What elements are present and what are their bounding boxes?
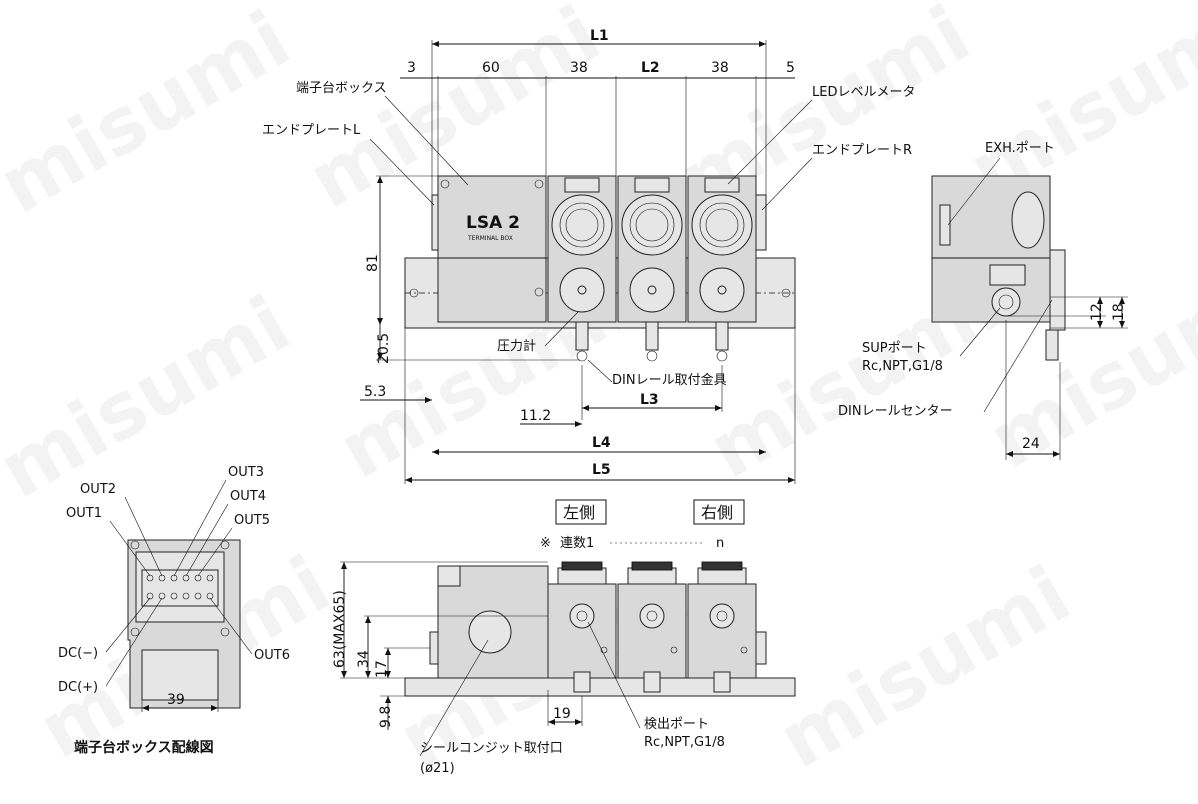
label-out5: OUT5 bbox=[234, 513, 270, 528]
knob-icon bbox=[940, 205, 950, 245]
label-seal-dia: (ø21) bbox=[420, 761, 455, 776]
exh-port-icon bbox=[1012, 192, 1044, 248]
box-brand-text: LSA 2 bbox=[466, 213, 520, 233]
label-exh-port: EXH.ポート bbox=[985, 141, 1055, 156]
detect-port-icon bbox=[710, 604, 734, 628]
label-pressure-gauge: 圧力計 bbox=[497, 338, 536, 354]
label-seal-conduit: シールコンジット取付口 bbox=[420, 741, 563, 756]
dim-5-3: 5.3 bbox=[364, 384, 386, 400]
watermark-text: misumi bbox=[765, 550, 1085, 787]
front-module-3 bbox=[688, 562, 756, 692]
dim-5: 5 bbox=[786, 60, 795, 76]
dim-L3: L3 bbox=[640, 392, 659, 408]
label-terminal-box: 端子台ボックス bbox=[296, 81, 387, 96]
dim-20-5: 20.5 bbox=[376, 333, 392, 364]
dim-17: 17 bbox=[374, 660, 390, 678]
label-sup-port: SUPポート bbox=[862, 341, 927, 356]
label-detect-thread: Rc,NPT,G1/8 bbox=[644, 735, 725, 750]
dim-12: 12 bbox=[1089, 303, 1105, 321]
dim-3: 3 bbox=[407, 60, 416, 76]
end-plate-left-front bbox=[430, 632, 438, 664]
end-plate-right-front bbox=[756, 632, 766, 664]
detect-port-icon bbox=[640, 604, 664, 628]
end-plate-right bbox=[756, 195, 766, 250]
caption-terminal-wiring: 端子台ボックス配線図 bbox=[74, 739, 214, 756]
dim-38a: 38 bbox=[570, 60, 588, 76]
dim-11-2: 11.2 bbox=[520, 408, 551, 424]
label-detect-port: 検出ポート bbox=[644, 717, 709, 732]
label-end-plate-l: エンドプレートL bbox=[262, 123, 361, 138]
dim-38b: 38 bbox=[711, 60, 729, 76]
dim-24: 24 bbox=[1022, 436, 1040, 452]
tag-left: 左側 bbox=[563, 503, 595, 522]
detect-port-icon bbox=[570, 604, 594, 628]
seal-conduit-icon bbox=[469, 611, 511, 653]
label-sup-thread: Rc,NPT,G1/8 bbox=[862, 359, 943, 374]
pressure-gauge-icon bbox=[630, 268, 674, 312]
note-text: 連数1 bbox=[560, 536, 594, 551]
tag-right: 右側 bbox=[701, 503, 733, 522]
label-din-bracket: DINレール取付金具 bbox=[612, 372, 727, 388]
note-end: n bbox=[716, 536, 724, 551]
front-module-2 bbox=[618, 562, 686, 692]
label-out2: OUT2 bbox=[80, 482, 116, 497]
label-out3: OUT3 bbox=[228, 465, 264, 480]
dim-L2: L2 bbox=[641, 60, 660, 76]
dim-63-max65: 63(MAX65) bbox=[332, 590, 348, 668]
dim-81: 81 bbox=[365, 254, 381, 272]
dim-L5: L5 bbox=[592, 462, 611, 478]
label-out4: OUT4 bbox=[230, 489, 266, 504]
din-rail-front bbox=[405, 678, 795, 696]
din-rail-side bbox=[1050, 250, 1065, 330]
dim-19: 19 bbox=[553, 706, 571, 722]
dim-L4: L4 bbox=[592, 435, 611, 451]
pressure-gauge-icon bbox=[560, 268, 604, 312]
dim-39: 39 bbox=[167, 692, 185, 708]
watermark-text: misumi bbox=[0, 280, 305, 517]
sensor-module-3 bbox=[688, 176, 756, 361]
dim-18: 18 bbox=[1111, 303, 1127, 321]
dim-60: 60 bbox=[482, 60, 500, 76]
terminal-box bbox=[438, 176, 546, 322]
sup-port-icon bbox=[992, 288, 1020, 316]
front-module-1 bbox=[548, 562, 616, 692]
label-dc-minus: DC(−) bbox=[58, 646, 98, 661]
pressure-gauge-icon bbox=[700, 268, 744, 312]
dim-L1: L1 bbox=[590, 28, 609, 44]
label-out6: OUT6 bbox=[254, 648, 290, 663]
label-led-meter: LEDレベルメータ bbox=[812, 85, 915, 100]
dim-34: 34 bbox=[356, 650, 372, 668]
terminal-block bbox=[142, 570, 218, 606]
label-dc-plus: DC(+) bbox=[58, 680, 98, 695]
note-mark: ※ bbox=[540, 536, 551, 551]
watermark-text: misumi bbox=[0, 0, 305, 231]
box-sub-text: TERMINAL BOX bbox=[467, 235, 513, 242]
label-din-center: DINレールセンター bbox=[838, 404, 953, 419]
label-out1: OUT1 bbox=[66, 506, 102, 521]
dim-9-8: 9.8 bbox=[378, 706, 394, 728]
label-end-plate-r: エンドプレートR bbox=[812, 143, 912, 158]
